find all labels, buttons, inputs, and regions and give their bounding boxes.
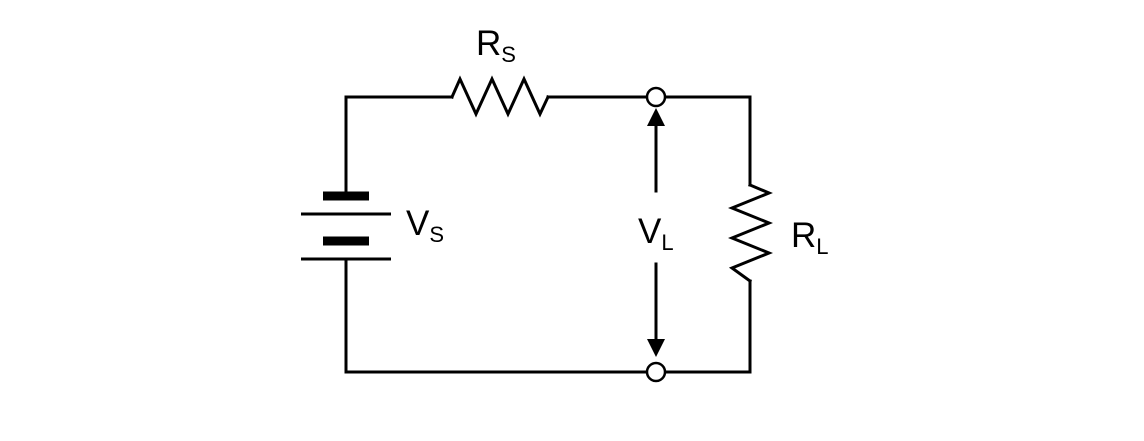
label-source-voltage-sub: S <box>429 222 444 247</box>
terminal-bottom <box>645 361 667 383</box>
label-load-voltage-sub: L <box>661 230 673 255</box>
label-source-resistor: RS <box>476 24 516 67</box>
wire-top-right <box>663 95 752 187</box>
wire-bottom-right <box>663 279 752 374</box>
label-load-voltage-main: V <box>638 212 662 251</box>
battery-source <box>301 191 391 261</box>
wire-bottom-left <box>344 257 649 374</box>
label-source-voltage: VS <box>406 204 444 247</box>
voltage-arrow-up-head <box>647 108 665 126</box>
label-load-resistor-main: R <box>791 216 816 255</box>
label-source-resistor-main: R <box>476 24 501 63</box>
load-resistor <box>728 183 773 284</box>
label-load-resistor: RL <box>791 216 829 259</box>
source-resistor <box>450 75 550 118</box>
terminal-top <box>645 86 667 108</box>
label-source-resistor-sub: S <box>501 42 516 67</box>
label-load-resistor-sub: L <box>816 234 828 259</box>
voltage-arrow-down-head <box>647 339 665 357</box>
wire-top-left <box>344 95 454 194</box>
label-load-voltage: VL <box>638 212 674 255</box>
label-source-voltage-main: V <box>406 204 430 243</box>
